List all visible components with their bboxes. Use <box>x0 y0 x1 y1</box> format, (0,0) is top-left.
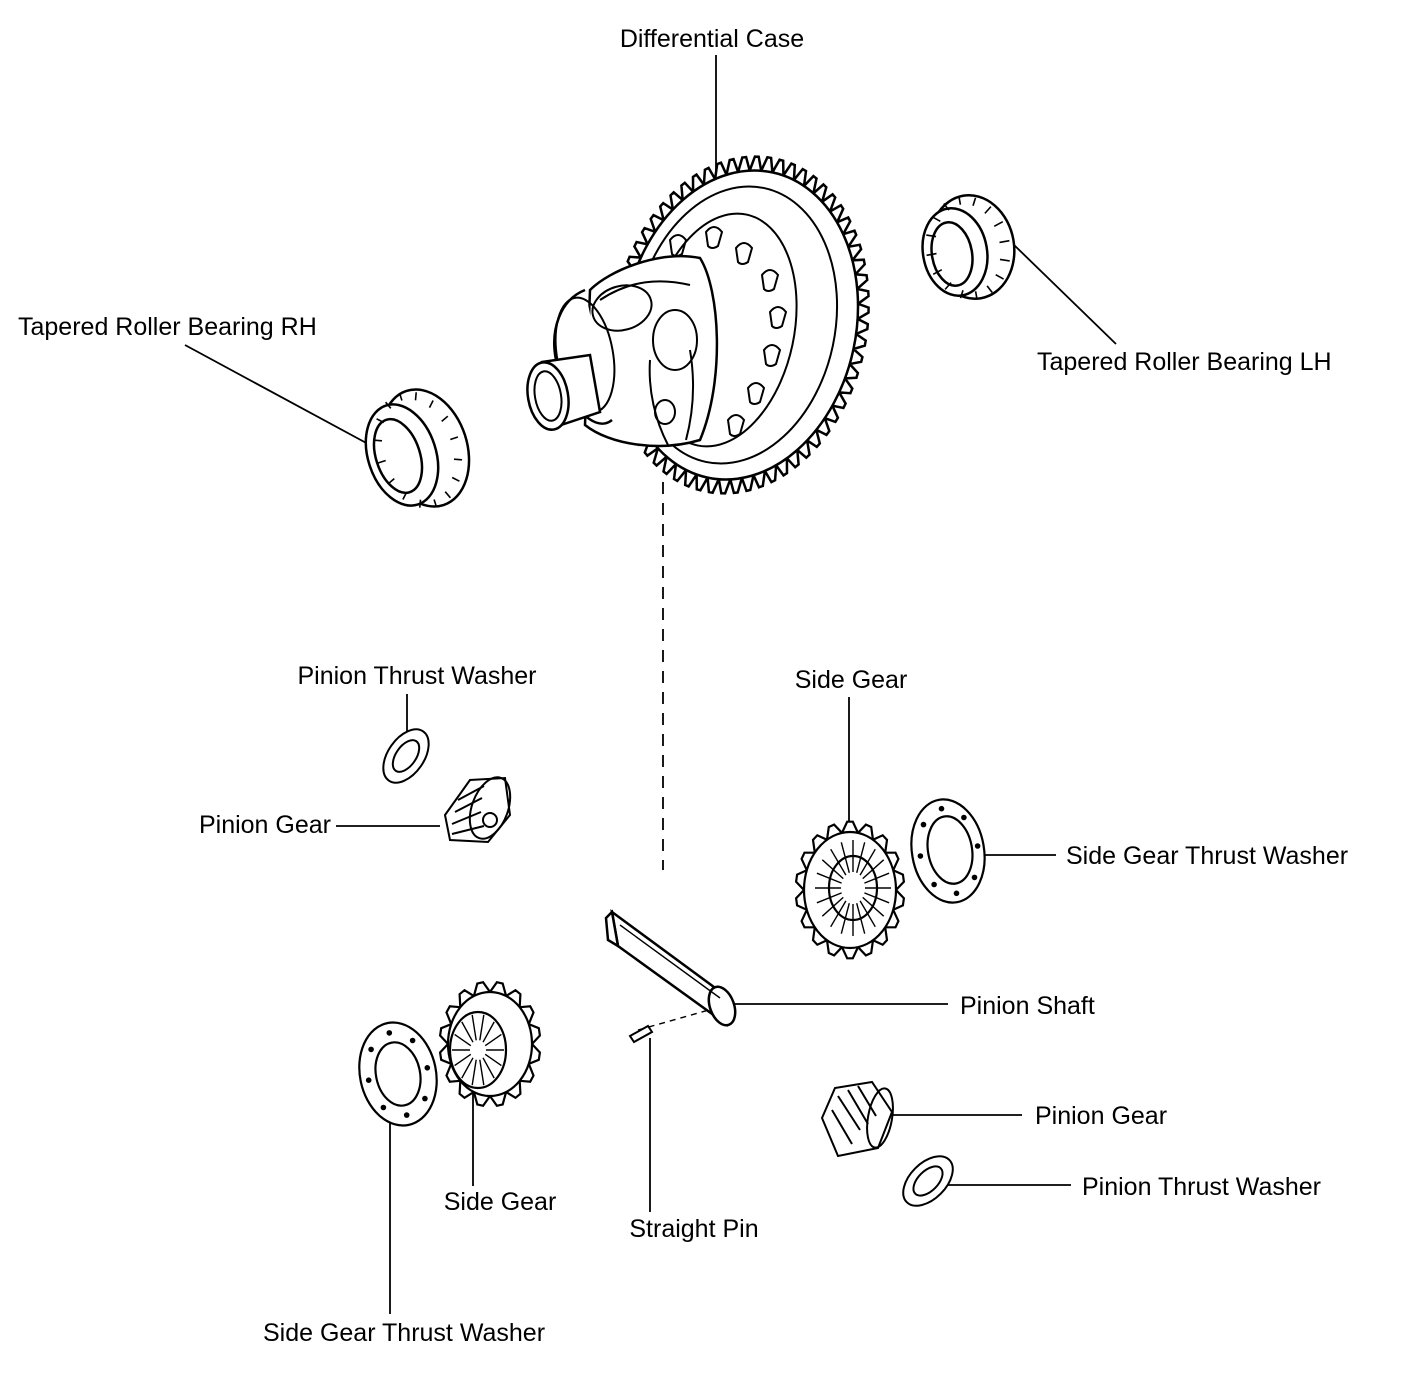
label-straight-pin: Straight Pin <box>629 1215 759 1243</box>
label-differential-case: Differential Case <box>619 25 805 53</box>
label-bearing-rh: Tapered Roller Bearing RH <box>18 313 317 341</box>
straight-pin <box>628 1024 654 1044</box>
side-gear-thrust-washer-right <box>910 798 986 904</box>
side-gear-left <box>438 980 542 1108</box>
pinion-gear-upper <box>443 776 512 844</box>
ring-gear-bolt-slots <box>668 226 788 437</box>
side-gear-right <box>794 820 906 960</box>
label-side-gear-thrust-washer-left: Side Gear Thrust Washer <box>262 1319 546 1347</box>
bearing-lh <box>921 194 1016 300</box>
bearing-rh <box>364 388 471 508</box>
label-pinion-gear-lower: Pinion Gear <box>1035 1102 1168 1130</box>
pinion-thrust-washer-upper <box>382 728 430 784</box>
label-side-gear-right: Side Gear <box>794 666 908 694</box>
label-side-gear-thrust-washer-right: Side Gear Thrust Washer <box>1066 842 1349 870</box>
label-pinion-thrust-washer-lower: Pinion Thrust Washer <box>1082 1173 1321 1201</box>
pinion-gear-lower <box>820 1080 894 1158</box>
label-bearing-lh: Tapered Roller Bearing LH <box>1037 348 1332 376</box>
pinion-thrust-washer-lower <box>902 1155 954 1207</box>
label-pinion-thrust-washer-upper: Pinion Thrust Washer <box>297 662 537 690</box>
differential-case <box>526 155 870 495</box>
leader-lines <box>184 55 1117 1314</box>
side-gear-thrust-washer-left <box>358 1021 438 1127</box>
label-pinion-gear-upper: Pinion Gear <box>198 811 331 839</box>
pinion-shaft <box>604 909 737 1027</box>
label-side-gear-left: Side Gear <box>443 1188 557 1216</box>
label-pinion-shaft: Pinion Shaft <box>960 992 1095 1020</box>
